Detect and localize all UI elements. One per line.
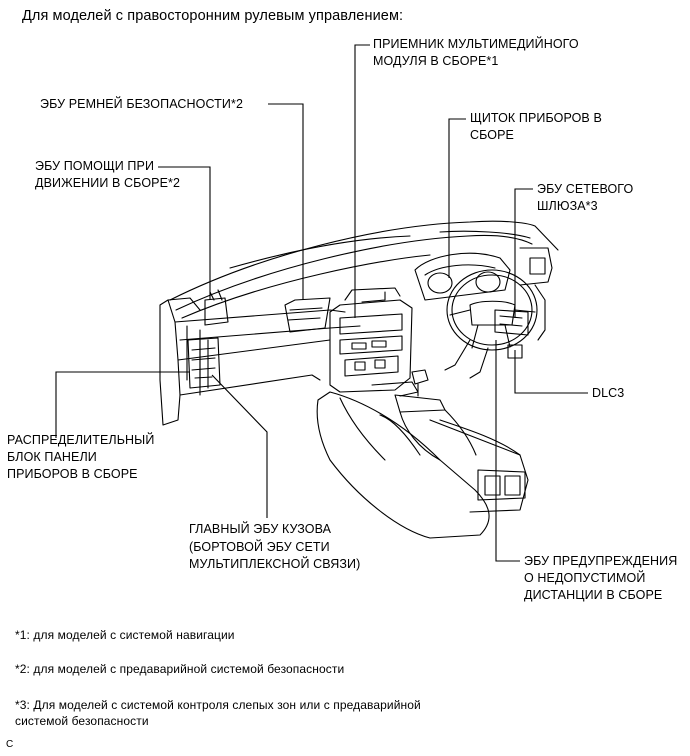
page-title: Для моделей с правосторонним рулевым упр… <box>22 8 404 24</box>
footnote-1: *1: для моделей с системой навигации <box>15 628 235 642</box>
label-junction-block-line: ПРИБОРОВ В СБОРЕ <box>7 467 138 481</box>
leader-gateway <box>515 189 533 318</box>
corner-mark: C <box>6 739 14 750</box>
label-body-ecu-line: МУЛЬТИПЛЕКСНОЙ СВЯЗИ) <box>189 557 361 571</box>
label-junction-block-line: БЛОК ПАНЕЛИ <box>7 450 97 464</box>
leader-junction-block <box>56 372 190 438</box>
steering-wheel-rim <box>447 270 537 350</box>
label-distance-ecu-line: О НЕДОПУСТИМОЙ <box>524 571 646 585</box>
footnote-3: *3: Для моделей с системой контроля слеп… <box>15 698 421 712</box>
label-belt-ecu-line: ЭБУ РЕМНЕЙ БЕЗОПАСНОСТИ*2 <box>40 97 243 111</box>
center-console-outline <box>317 392 489 538</box>
leader-drive-assist <box>158 167 210 300</box>
leader-cluster <box>449 119 466 278</box>
footnote-2: *2: для моделей с предаварийной системой… <box>15 662 345 676</box>
label-receiver-line: ПРИЕМНИК МУЛЬТИМЕДИЙНОГО <box>373 37 579 51</box>
leader-distance-ecu <box>496 340 520 561</box>
center-stack-outline <box>330 300 412 392</box>
footnote-3-continued: системой безопасности <box>15 714 149 728</box>
label-drive-assist-line: ДВИЖЕНИИ В СБОРЕ*2 <box>35 176 181 190</box>
label-dlc3-line: DLC3 <box>592 386 625 400</box>
leader-receiver <box>355 45 370 318</box>
leader-body-ecu <box>212 375 267 518</box>
label-body-ecu-line: (БОРТОВОЙ ЭБУ СЕТИ <box>189 540 330 554</box>
label-cluster-line: ЩИТОК ПРИБОРОВ В <box>470 111 602 125</box>
label-distance-ecu-line: ДИСТАНЦИИ В СБОРЕ <box>524 588 663 602</box>
label-receiver-line: МОДУЛЯ В СБОРЕ*1 <box>373 54 499 68</box>
label-cluster-line: СБОРЕ <box>470 128 514 142</box>
cluster-hood <box>415 253 510 300</box>
label-gateway-line: ШЛЮЗА*3 <box>537 199 598 213</box>
label-body-ecu-line: ГЛАВНЫЙ ЭБУ КУЗОВА <box>189 522 332 536</box>
label-drive-assist-line: ЭБУ ПОМОЩИ ПРИ <box>35 159 155 173</box>
label-gateway-line: ЭБУ СЕТЕВОГО <box>537 182 634 196</box>
leader-belt-ecu <box>268 104 303 300</box>
dashboard-top-outline <box>170 221 558 300</box>
label-junction-block-line: РАСПРЕДЕЛИТЕЛЬНЫЙ <box>7 433 155 447</box>
label-distance-ecu-line: ЭБУ ПРЕДУПРЕЖДЕНИЯ <box>524 554 678 568</box>
leader-dlc3 <box>515 350 588 393</box>
